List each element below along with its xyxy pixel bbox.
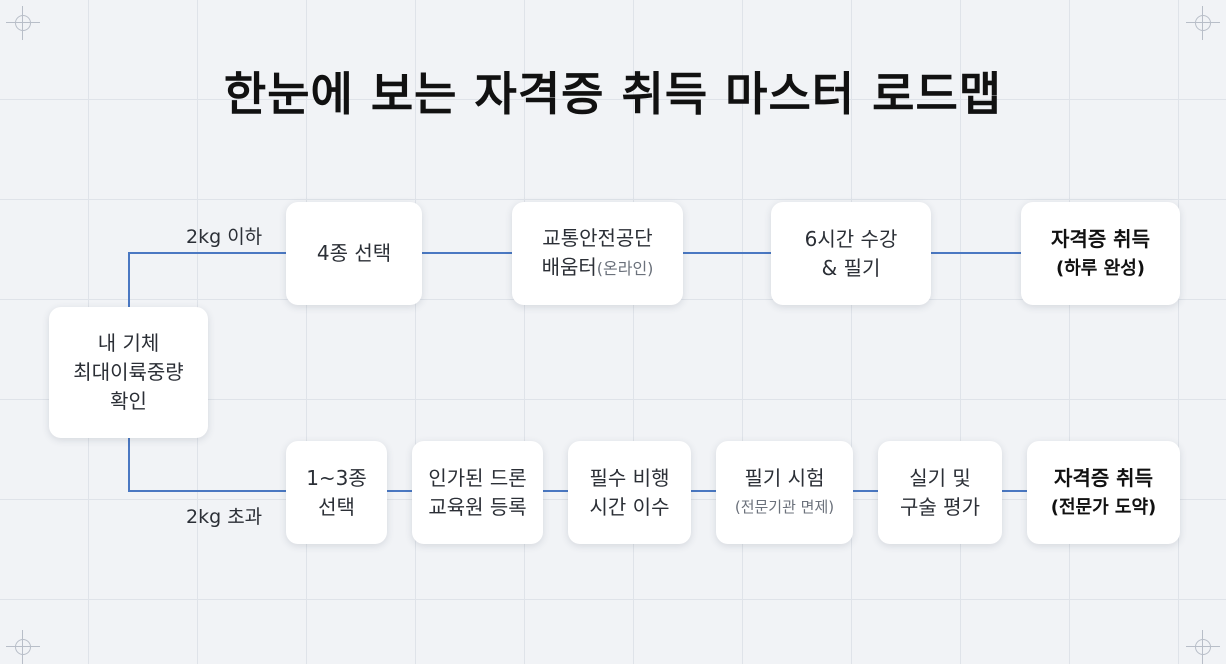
lower-step-4: 필기 시험 (전문기관 면제) (716, 441, 853, 544)
connector-group (128, 252, 1027, 492)
upper-step-2-line-1: 교통안전공단 (542, 226, 653, 250)
lower-step-5-line-1: 실기 및 (909, 465, 971, 490)
lower-step-1-line-2: 선택 (318, 494, 355, 519)
lower-step-3-line-1: 필수 비행 (589, 465, 670, 490)
crosshair-bottom-left-icon (6, 630, 40, 664)
branch-upper-connector (128, 252, 286, 307)
lower-step-2: 인가된 드론 교육원 등록 (412, 441, 543, 544)
crosshair-bottom-right-icon (1186, 630, 1220, 664)
upper-step-2-line-2: 배움터(온라인) (542, 253, 654, 283)
lower-step-6: 자격증 취득 (전문가 도약) (1027, 441, 1180, 544)
crosshair-top-left-icon (6, 6, 40, 40)
lower-step-6-line-1: 자격증 취득 (1054, 465, 1153, 490)
upper-step-4-line-1: 자격증 취득 (1051, 226, 1150, 251)
lower-step-2-line-2: 교육원 등록 (428, 494, 527, 519)
upper-step-3-line-1: 6시간 수강 (804, 226, 898, 251)
lower-step-3-line-2: 시간 이수 (589, 494, 670, 519)
upper-step-1-line-1: 4종 선택 (316, 241, 392, 265)
start-line-1: 내 기체 (97, 331, 160, 355)
upper-step-4: 자격증 취득 (하루 완성) (1021, 202, 1180, 305)
upper-step-2: 교통안전공단 배움터(온라인) (512, 202, 683, 305)
upper-step-2-line-2-text: 배움터 (541, 255, 597, 279)
upper-step-3-line-2: & 필기 (821, 255, 881, 280)
crosshair-top-right-icon (1186, 6, 1220, 40)
lower-step-6-line-2: (전문가 도약) (1050, 496, 1157, 518)
upper-step-3: 6시간 수강 & 필기 (771, 202, 931, 305)
lower-step-5-line-2: 구술 평가 (900, 494, 980, 519)
start-line-3: 확인 (110, 389, 147, 413)
page-title: 한눈에 보는 자격증 취득 마스터 로드맵 (223, 67, 1003, 121)
lower-step-2-line-1: 인가된 드론 (428, 465, 527, 490)
start-node: 내 기체 최대이륙중량 확인 (49, 307, 208, 438)
branch-lower-connector (128, 438, 286, 492)
upper-step-1: 4종 선택 (286, 202, 422, 305)
upper-step-2-line-2-note: (온라인) (596, 259, 654, 278)
branch-lower-label: 2kg 초과 (186, 506, 263, 528)
upper-step-4-line-2: (하루 완성) (1056, 257, 1145, 279)
lower-step-4-line-1: 필기 시험 (744, 465, 825, 490)
lower-step-1: 1~3종 선택 (286, 441, 387, 544)
branch-upper-label: 2kg 이하 (186, 226, 263, 248)
start-line-2: 최대이륙중량 (73, 360, 184, 384)
lower-step-1-line-1: 1~3종 (306, 465, 367, 490)
lower-step-4-line-2-note: (전문기관 면제) (734, 497, 835, 516)
lower-step-3: 필수 비행 시간 이수 (568, 441, 691, 544)
lower-step-5: 실기 및 구술 평가 (878, 441, 1002, 544)
